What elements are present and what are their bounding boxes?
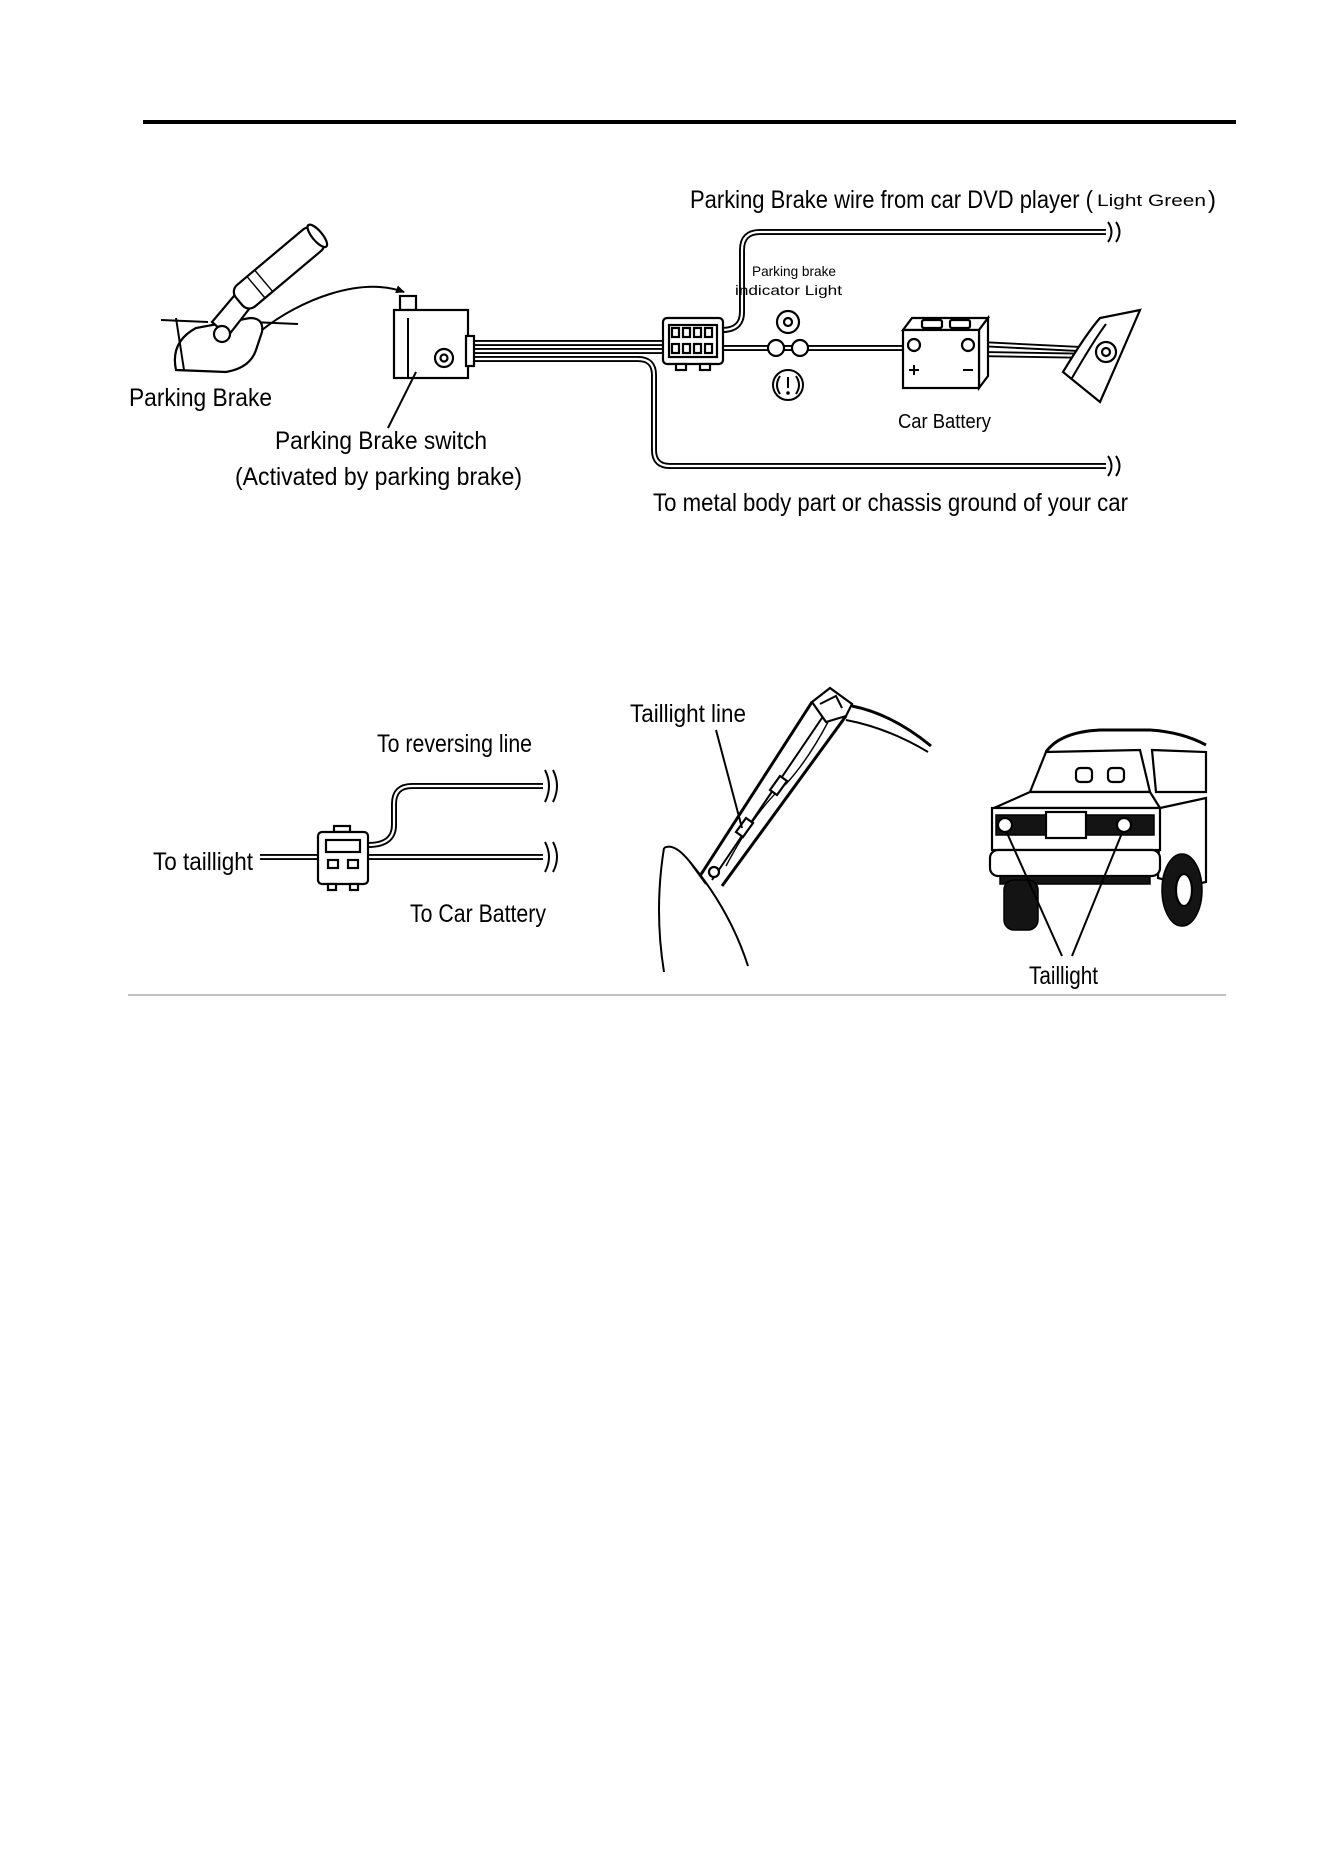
- parking-brake-switch-icon: [394, 296, 474, 378]
- battery-wire-break-mark: [545, 842, 557, 872]
- ground-label: To metal body part or chassis ground of …: [653, 489, 1128, 517]
- connector-pin: [705, 328, 712, 337]
- trunk-lid-outer-edge: [700, 702, 812, 876]
- lever-pivot: [214, 326, 230, 342]
- parking-brake-label: Parking Brake: [129, 384, 272, 412]
- ground-wire-break-mark: [1108, 456, 1120, 476]
- ground-wire: [472, 359, 1106, 466]
- car-side-window: [1152, 750, 1206, 792]
- car-hubcap: [1176, 874, 1192, 906]
- roof-line: [852, 706, 931, 746]
- trunk-lid-panel-line: [712, 712, 826, 880]
- indicator-terminal-left: [768, 340, 784, 356]
- parking-brake-diagram: Parking Brake wire from car DVD player (…: [129, 186, 1216, 517]
- connector-latch: [326, 840, 360, 852]
- harness-connector-icon: [663, 318, 723, 370]
- switch-label: Parking Brake switch: [275, 427, 487, 455]
- trunk-lid-icon: [659, 688, 931, 972]
- connector-pin: [694, 328, 701, 337]
- connector-foot: [350, 884, 358, 890]
- trunk-hinge: [736, 818, 753, 837]
- to-battery-label: To Car Battery: [410, 900, 546, 928]
- car-roof: [1046, 730, 1206, 752]
- to-taillight-label: To taillight: [153, 848, 253, 876]
- reversing-wire-break-mark: [545, 770, 557, 802]
- trunk-latch: [709, 867, 719, 877]
- taillight-wires: [260, 770, 557, 872]
- dvd-wire-break-mark: [1108, 222, 1120, 242]
- indicator-terminal-right: [792, 340, 808, 356]
- car-headrest: [1076, 768, 1092, 782]
- taillight-line-label: Taillight line: [630, 700, 746, 728]
- switch-wire-exit: [466, 336, 474, 366]
- battery-cap: [950, 320, 970, 328]
- car-taillight-left: [998, 818, 1012, 832]
- battery-positive-terminal: [908, 339, 920, 351]
- switch-tab: [400, 296, 416, 310]
- brake-warning-icon: [773, 370, 803, 400]
- indicator-label-line2: indicator Light: [735, 282, 842, 298]
- reversing-line-label: To reversing line: [377, 730, 532, 758]
- brake-warning-dot: [786, 391, 790, 395]
- connector-pin: [683, 328, 690, 337]
- floor-line-left: [161, 320, 208, 322]
- car-trunk-lid: [994, 792, 1160, 808]
- connector-pin: [672, 344, 679, 353]
- indicator-label-line1: Parking brake: [752, 263, 836, 279]
- parking-brake-lever-icon: [161, 222, 404, 372]
- car-battery-icon: [903, 318, 988, 388]
- connector-pin: [694, 344, 701, 353]
- dvd-wire-color-label: Light Green: [1097, 191, 1206, 210]
- switch-label-leader: [388, 372, 416, 428]
- chassis-ground-icon: [1063, 310, 1140, 402]
- connector-pin: [328, 860, 338, 868]
- battery-label: Car Battery: [898, 411, 991, 433]
- connector-pin: [348, 860, 358, 868]
- dvd-wire-label-close: ): [1208, 186, 1216, 214]
- car-taillight-right: [1117, 818, 1131, 832]
- car-wheel-left: [1004, 880, 1038, 930]
- car-rear-icon: [990, 730, 1206, 956]
- battery-top: [903, 318, 988, 330]
- connector-foot: [700, 364, 710, 370]
- connector-pin: [672, 328, 679, 337]
- body-rear-corner: [664, 847, 706, 884]
- indicator-bulb-filament: [784, 318, 792, 326]
- battery-negative-terminal: [962, 339, 974, 351]
- trunk-hinge: [770, 776, 787, 795]
- battery-cap: [922, 320, 942, 328]
- taillight-label: Taillight: [1029, 962, 1098, 990]
- connector-pin: [705, 344, 712, 353]
- connector-foot: [676, 364, 686, 370]
- battery-side: [979, 318, 988, 388]
- body-left-curve: [659, 848, 664, 972]
- car-headrest: [1108, 768, 1124, 782]
- connector-pin: [683, 344, 690, 353]
- taillight-connector-icon: [318, 826, 368, 890]
- connector-foot: [328, 884, 336, 890]
- ground-wire-core: [472, 359, 1106, 466]
- switch-note: (Activated by parking brake): [235, 463, 522, 491]
- switch-bolt-center: [441, 355, 448, 362]
- switch-body: [394, 310, 468, 378]
- ground-bolt-center: [1102, 348, 1110, 356]
- taillight-diagram: To reversing line To taillight To Car Ba…: [153, 688, 1206, 990]
- car-license-plate: [1046, 812, 1086, 838]
- trunk-lid-inner-edge: [722, 716, 846, 886]
- taillight-line-leader: [716, 730, 742, 828]
- trunk-lid-top-housing: [812, 688, 852, 722]
- dvd-wire-label: Parking Brake wire from car DVD player (: [690, 186, 1094, 214]
- body-inner-curve: [690, 862, 748, 966]
